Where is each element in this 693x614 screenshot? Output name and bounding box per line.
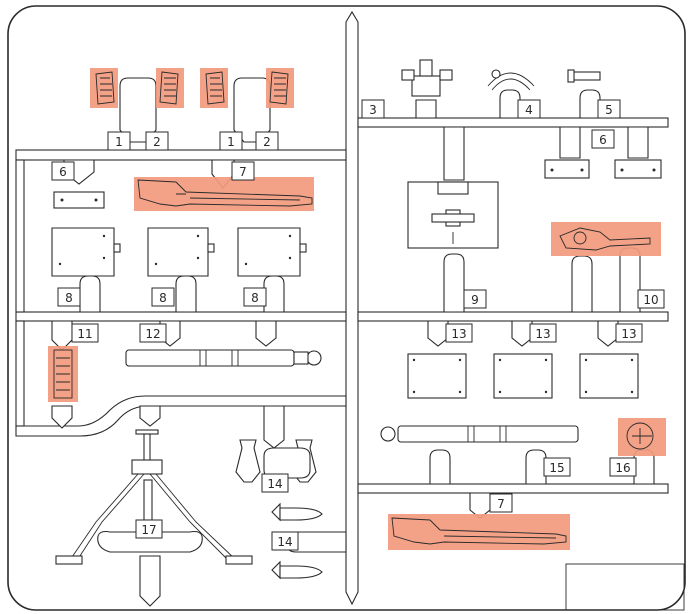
part-number-tag: 15 xyxy=(543,457,571,477)
svg-text:2: 2 xyxy=(263,135,271,149)
part-number-tag: 14 xyxy=(271,531,299,551)
svg-text:13: 13 xyxy=(621,327,636,341)
part-number-tag: 8 xyxy=(243,287,267,307)
highlight-part-10 xyxy=(551,222,661,256)
part-number-tag: 6 xyxy=(591,129,615,149)
part-8-plates xyxy=(51,227,307,277)
part-number-tag: 1 xyxy=(107,131,131,151)
part-1-2-group-a xyxy=(95,71,179,105)
part-10-sight xyxy=(559,227,651,251)
svg-text:16: 16 xyxy=(615,461,630,475)
svg-text:17: 17 xyxy=(141,523,156,537)
part-6-right-plate-a xyxy=(544,159,590,179)
part-number-tag: 8 xyxy=(151,287,175,307)
part-number-tag: 6 xyxy=(51,161,75,181)
svg-text:8: 8 xyxy=(251,291,259,305)
part-1-2-group-b xyxy=(205,71,289,105)
svg-text:13: 13 xyxy=(451,327,466,341)
svg-text:15: 15 xyxy=(549,461,564,475)
highlight-rifle-upper xyxy=(134,177,314,211)
part-12-barrel xyxy=(125,349,322,367)
part-13-plates xyxy=(407,353,639,399)
runner-right-upper xyxy=(357,117,669,128)
part-number-tag: 1 xyxy=(219,131,243,151)
svg-text:9: 9 xyxy=(471,293,479,307)
part-17-bipod xyxy=(55,429,253,565)
svg-text:7: 7 xyxy=(497,497,505,511)
highlighted-parts xyxy=(48,68,666,550)
bottom-right-panel xyxy=(565,563,685,611)
part-11-body xyxy=(53,349,73,399)
runner-left-upper xyxy=(15,149,347,161)
svg-text:8: 8 xyxy=(159,291,167,305)
svg-text:2: 2 xyxy=(153,135,161,149)
part-16-body xyxy=(626,422,654,450)
svg-text:12: 12 xyxy=(145,327,160,341)
runner-right-lower xyxy=(357,483,669,494)
highlight-part-16 xyxy=(618,418,666,456)
rifle-upper xyxy=(137,179,313,207)
svg-text:1: 1 xyxy=(115,135,123,149)
svg-text:4: 4 xyxy=(525,103,533,117)
part-number-tag: 8 xyxy=(57,287,81,307)
part-number-tag: 4 xyxy=(517,99,541,119)
svg-text:14: 14 xyxy=(267,477,282,491)
parts-3-4-5 xyxy=(401,59,601,97)
part-number-tag: 17 xyxy=(135,519,163,539)
part-15-barrel xyxy=(380,425,579,443)
part-number-tags: 1 2 1 2 3 4 5 6 6 7 7 8 8 8 9 10 11 12 1… xyxy=(51,99,665,551)
part-number-tag: 2 xyxy=(145,131,169,151)
part-number-tag: 13 xyxy=(445,323,473,343)
part-number-tag: 9 xyxy=(463,289,487,309)
part-number-tag: 10 xyxy=(637,289,665,309)
svg-text:6: 6 xyxy=(59,165,67,179)
svg-text:3: 3 xyxy=(369,103,377,117)
svg-text:11: 11 xyxy=(77,327,92,341)
svg-text:7: 7 xyxy=(239,165,247,179)
part-number-tag: 13 xyxy=(615,323,643,343)
svg-text:10: 10 xyxy=(643,293,658,307)
part-14-rounds xyxy=(235,439,347,580)
runner-left-middle xyxy=(15,311,347,322)
runner-left-edge-upper xyxy=(15,159,25,313)
part-9-shield xyxy=(407,181,499,249)
part-number-tag: 13 xyxy=(529,323,557,343)
svg-text:13: 13 xyxy=(535,327,550,341)
part-number-tag: 2 xyxy=(255,131,279,151)
part-number-tag: 7 xyxy=(489,493,513,513)
part-number-tag: 7 xyxy=(231,161,255,181)
center-vertical-runner xyxy=(345,10,359,606)
rifle-lower xyxy=(391,517,567,545)
svg-text:8: 8 xyxy=(65,291,73,305)
runner-right-middle xyxy=(357,311,669,322)
part-number-tag: 12 xyxy=(139,323,167,343)
svg-text:5: 5 xyxy=(605,103,613,117)
svg-text:1: 1 xyxy=(227,135,235,149)
part-number-tag: 5 xyxy=(597,99,621,119)
part-number-tag: 14 xyxy=(261,473,289,493)
sprue-frame xyxy=(7,5,686,611)
part-number-tag: 11 xyxy=(71,323,99,343)
svg-text:6: 6 xyxy=(599,133,607,147)
runner-left-edge-lower xyxy=(15,320,25,427)
svg-text:14: 14 xyxy=(277,535,292,549)
part-6-left-plate xyxy=(53,191,105,209)
part-number-tag: 3 xyxy=(361,99,385,119)
part-number-tag: 16 xyxy=(609,457,637,477)
part-6-right-plate-b xyxy=(614,159,662,179)
